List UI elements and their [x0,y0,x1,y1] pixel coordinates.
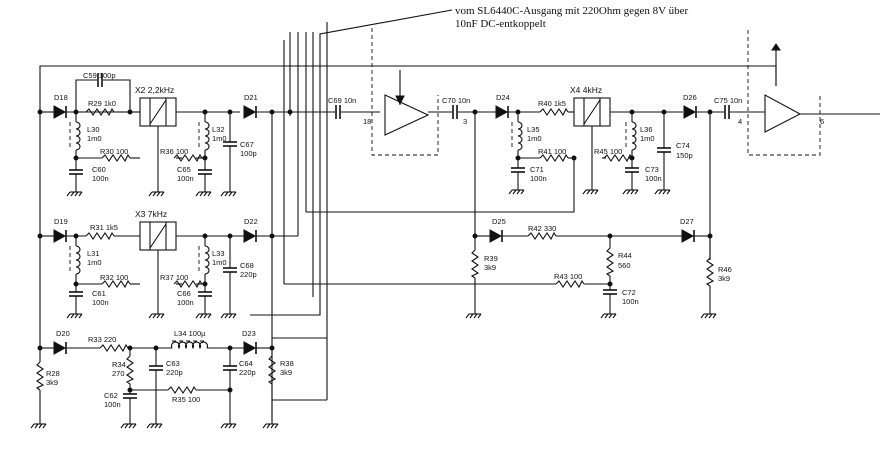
label-d23: D23 [242,329,256,338]
label-r34-value: 270 [112,369,125,378]
label-c63-value: 220p [166,368,183,377]
label-c66-value: 100n [177,298,194,307]
label-d18: D18 [54,93,68,102]
label-r35: R35 100 [172,395,200,404]
label-r37: R37 100 [160,273,188,282]
label-r45: R45 100 [594,147,622,156]
label-pin-6: 6 [820,117,824,126]
label-c68: C68 [240,261,254,270]
label-c73: C73 [645,165,659,174]
label-c61-value: 100n [92,298,109,307]
note-leader-lines [250,9,453,400]
label-l35-value: 1m0 [527,134,542,143]
label-r33: R33 220 [88,335,116,344]
amplifier-1 [371,28,475,156]
label-l36-value: 1m0 [640,134,655,143]
label-l34: L34 100µ [174,329,206,338]
label-c64-value: 220p [239,368,256,377]
label-x4: X4 4kHz [570,85,602,95]
label-r40: R40 1k5 [538,99,566,108]
middle-right-network [283,40,717,319]
label-r28-value: 3k9 [46,378,58,387]
label-c75: C75 10n [714,96,742,105]
label-r42: R42 330 [528,224,556,233]
label-d21: D21 [244,93,258,102]
label-r39: R39 [484,254,498,263]
label-c74-value: 150p [676,151,693,160]
row-right-filter [306,97,765,260]
label-c64: C64 [239,359,253,368]
label-c73-value: 100n [645,174,662,183]
label-c69: C69 10n [328,96,356,105]
label-d22: D22 [244,217,258,226]
label-c68-value: 220p [240,270,257,279]
label-l33-value: 1m0 [212,258,227,267]
label-l30: L30 [87,125,100,134]
label-c62-value: 100n [104,400,121,409]
label-c70: C70 10n [442,96,470,105]
amplifier-2 [747,30,880,156]
label-r30: R30 100 [100,147,128,156]
row-3-filter [30,337,327,429]
label-pin-4: 4 [738,117,742,126]
label-d26: D26 [683,93,697,102]
label-r44-value: 560 [618,261,631,270]
label-d27: D27 [680,217,694,226]
label-r38-value: 3k9 [280,368,292,377]
label-r46: R46 [718,265,732,274]
label-c74: C74 [676,141,690,150]
label-l31-value: 1m0 [87,258,102,267]
label-x3: X3 7kHz [135,209,167,219]
label-r31: R31 1k5 [90,223,118,232]
label-r41: R41 100 [538,147,566,156]
label-c66: C66 [177,289,191,298]
label-l35: L35 [527,125,540,134]
label-c60: C60 [92,165,106,174]
label-c62: C62 [104,391,118,400]
label-l32-value: 1m0 [212,134,227,143]
label-l32: L32 [212,125,225,134]
label-r36: R36 100 [160,147,188,156]
label-c72: C72 [622,288,636,297]
label-r43: R43 100 [554,272,582,281]
label-l30-value: 1m0 [87,134,102,143]
label-c65: C65 [177,165,191,174]
label-d19: D19 [54,217,68,226]
label-c67: C67 [240,140,254,149]
label-pin-18: 18 [363,117,371,126]
label-c60-value: 100n [92,174,109,183]
label-r34: R34 [112,360,126,369]
label-l31: L31 [87,249,100,258]
row-2-filter [37,200,299,319]
label-r29: R29 1k0 [88,99,116,108]
label-c61: C61 [92,289,106,298]
label-pin-3: 3 [463,117,467,126]
label-r28: R28 [46,369,60,378]
label-d24: D24 [496,93,510,102]
label-c59: C59 100p [83,71,116,80]
note-line-1: vom SL6440C-Ausgang mit 220Ohm gegen 8V … [455,5,689,17]
row-1-filter [37,72,380,420]
label-l33: L33 [212,249,225,258]
label-c63: C63 [166,359,180,368]
label-r39-value: 3k9 [484,263,496,272]
label-r32: R32 100 [100,273,128,282]
label-d25: D25 [492,217,506,226]
label-d20: D20 [56,329,70,338]
label-x2: X2 2,2kHz [135,85,174,95]
label-c72-value: 100n [622,297,639,306]
note-line-2: 10nF DC-entkoppelt [455,18,546,30]
label-c67-value: 100p [240,149,257,158]
label-r38: R38 [280,359,294,368]
label-l36: L36 [640,125,653,134]
label-c71-value: 100n [530,174,547,183]
label-c71: C71 [530,165,544,174]
label-r44: R44 [618,251,632,260]
label-r46-value: 3k9 [718,274,730,283]
label-c65-value: 100n [177,174,194,183]
